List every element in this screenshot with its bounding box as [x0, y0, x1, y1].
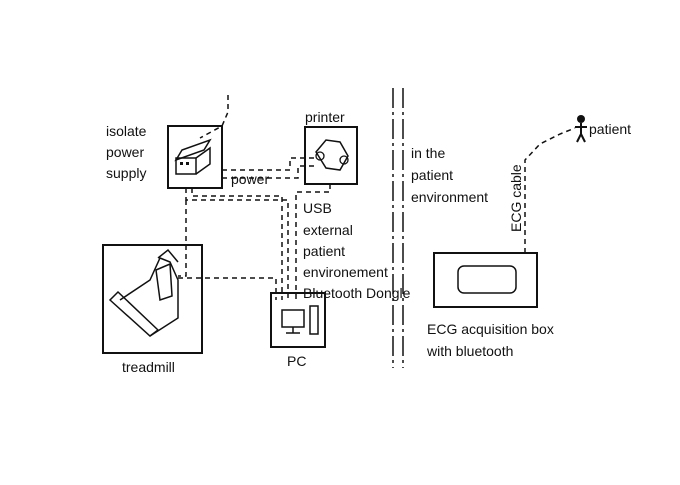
label-power: power	[231, 171, 269, 187]
label-patient: patient	[589, 121, 631, 137]
label-printer: printer	[305, 109, 345, 125]
patient-figure	[575, 115, 587, 143]
label-ecg-cable: ECG cable	[508, 164, 524, 232]
ecg-box	[433, 252, 538, 308]
label-external-patient: patient	[303, 243, 345, 259]
label-environment: environment	[411, 189, 488, 205]
label-treadmill: treadmill	[122, 359, 175, 375]
label-isolate: isolate	[106, 123, 147, 139]
pc-box	[270, 292, 326, 348]
label-patient-env: patient	[411, 167, 453, 183]
label-external: external	[303, 222, 353, 238]
printer-box	[304, 126, 358, 185]
label-ecg-box-bt: with bluetooth	[426, 343, 513, 359]
label-in-the: in the	[411, 145, 445, 161]
label-pc: PC	[287, 353, 306, 369]
label-environement: environement	[303, 264, 388, 280]
label-bluetooth-dongle: Bluetooth Dongle	[303, 285, 411, 301]
power-supply-box	[167, 95, 229, 189]
treadmill-box	[102, 244, 203, 354]
cables	[178, 127, 576, 300]
label-supply: supply	[106, 165, 146, 181]
label-ecg-box: ECG acquisition box	[427, 321, 554, 337]
label-power-word: power	[106, 144, 144, 160]
label-usb: USB	[303, 200, 332, 216]
